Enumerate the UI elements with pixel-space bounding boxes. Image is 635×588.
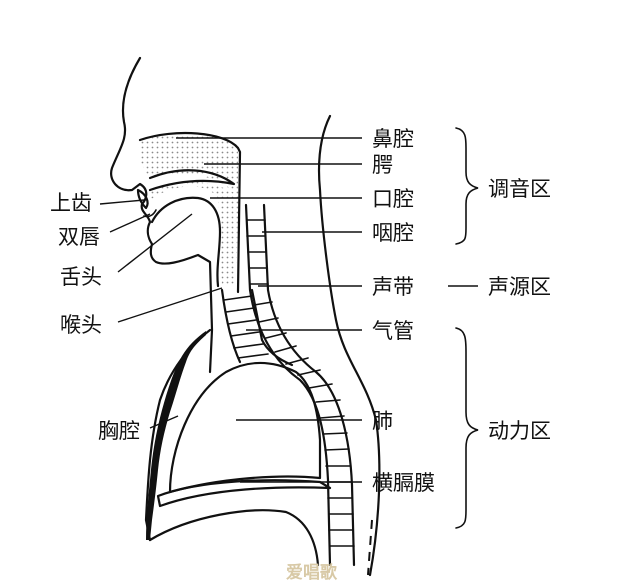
abdomen-outline <box>148 509 320 567</box>
lung-shape <box>168 362 322 494</box>
trachea-front <box>220 288 242 364</box>
nasal-cavity-outline <box>138 131 242 294</box>
bracket-articulation <box>455 127 479 245</box>
label-lips: 双唇 <box>58 225 100 249</box>
trachea-rings <box>223 295 269 359</box>
label-chest-cavity: 胸腔 <box>98 419 140 443</box>
label-diaphragm: 横膈膜 <box>372 471 435 495</box>
spine-segments <box>246 219 355 547</box>
spine-back <box>262 203 356 567</box>
label-lungs: 肺 <box>372 409 393 433</box>
leader-lines <box>99 137 478 483</box>
label-vocal-cords: 声带 <box>372 275 414 299</box>
face-profile <box>110 56 214 374</box>
label-larynx: 喉头 <box>60 313 102 337</box>
label-upper-teeth: 上齿 <box>50 191 92 215</box>
chest-wall <box>144 328 212 542</box>
tongue-shape <box>150 196 222 288</box>
palate-shape <box>148 169 236 192</box>
label-palate: 腭 <box>372 153 393 177</box>
bracket-power <box>455 327 479 529</box>
group-voice-source: 声源区 <box>488 275 551 299</box>
label-oral-cavity: 口腔 <box>372 187 414 211</box>
pharynx-shading <box>150 150 240 285</box>
label-tongue: 舌头 <box>60 265 102 289</box>
nasal-cavity-shading <box>138 133 238 195</box>
group-articulation: 调音区 <box>488 177 551 201</box>
upper-teeth-shape <box>136 188 149 210</box>
watermark: 爱唱歌 <box>286 562 338 583</box>
label-trachea: 气管 <box>372 319 414 343</box>
back-outline <box>317 114 381 577</box>
label-nasal-cavity: 鼻腔 <box>372 127 414 151</box>
label-pharynx: 咽腔 <box>372 221 414 245</box>
diaphragm-shape <box>156 479 332 508</box>
chest-muscle <box>146 331 206 540</box>
spine-front <box>244 203 332 567</box>
group-power: 动力区 <box>488 419 551 443</box>
